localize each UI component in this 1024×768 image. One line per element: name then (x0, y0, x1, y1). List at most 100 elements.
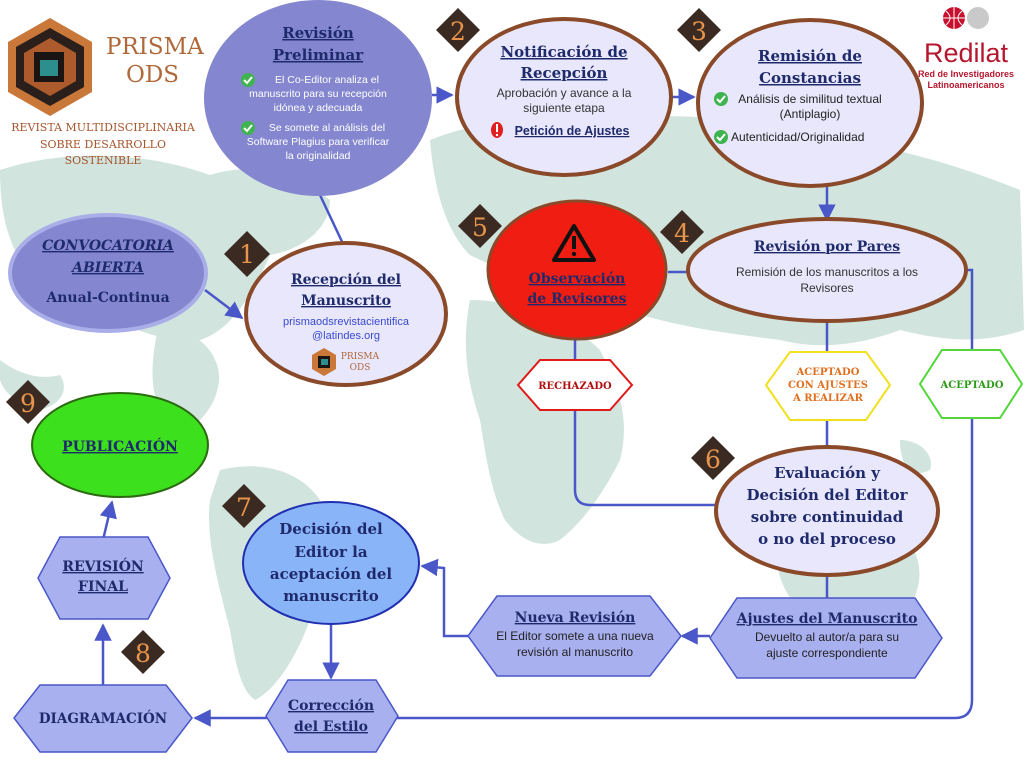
aceptado-ajustes-3: A REALIZAR (792, 393, 864, 404)
revision-preliminar-item2-2: Software Plagius para verificar (247, 136, 390, 148)
node-convocatoria: CONVOCATORIA ABIERTA Anual-Continua (8, 213, 208, 333)
logo-line2: ODS (126, 62, 179, 88)
node-recepcion: Recepción del Manuscrito prismaodsrevist… (244, 241, 448, 387)
logo-line1: PRISMA (106, 34, 204, 60)
redilat-line1: Red de Investigadores (918, 69, 1014, 79)
constancias-item1-1: Análisis de similitud textual (738, 92, 881, 106)
evaluacion-title-2: Decisión del Editor (746, 486, 908, 504)
nueva-revision-body-1: El Editor somete a una nueva (496, 629, 654, 643)
nueva-revision-title: Nueva Revisión (515, 610, 636, 626)
step-badge-4-text: 4 (674, 219, 690, 248)
recepcion-title-1: Recepción del (291, 272, 401, 288)
evaluacion-title-4: o no del proceso (758, 530, 896, 548)
node-revision-final: REVISIÓN FINAL (37, 536, 171, 620)
revision-preliminar-item1-3: idónea y adecuada (274, 102, 363, 114)
mini-logo-line1: PRISMA (341, 352, 380, 362)
node-ajustes: Ajustes del Manuscrito Devuelto al autor… (709, 597, 943, 679)
node-notificacion: Notificación de Recepción Aprobación y a… (455, 17, 673, 177)
ajustes-body-1: Devuelto al autor/a para su (755, 630, 899, 644)
label-aceptado-con-ajustes: ACEPTADO CON AJUSTES A REALIZAR (764, 351, 892, 421)
observacion-title-2: de Revisores (528, 291, 627, 307)
step-badge-3-text: 3 (691, 17, 707, 46)
step-badge-3: 3 (677, 8, 721, 52)
redilat-logo: Redilat Red de Investigadores Latinoamer… (918, 7, 1014, 90)
mini-prisma-logo-icon (312, 348, 336, 376)
check-icon (241, 73, 255, 87)
node-revision-preliminar: Revisión Preliminar El Co-Editor analiza… (204, 0, 432, 196)
revision-final-2: FINAL (78, 579, 128, 595)
warning-icon (552, 224, 596, 262)
revision-preliminar-item2-1: Se somete al análisis del (269, 122, 385, 134)
step-badge-7-text: 7 (236, 493, 252, 522)
redilat-line2: Latinoamericanos (927, 80, 1004, 90)
revision-preliminar-title-1: Revisión (282, 24, 354, 42)
prisma-ods-logo: PRISMA ODS REVISTA MULTIDISCIPLINARIA SO… (8, 18, 204, 167)
publicacion-text: PUBLICACIÓN (62, 437, 178, 455)
node-pares: Revisión por Pares Remisión de los manus… (686, 217, 968, 323)
peticion-ajustes-link: Petición de Ajustes (515, 124, 630, 138)
prisma-logo-icon (8, 18, 92, 116)
evaluacion-title-3: sobre continuidad (751, 508, 904, 526)
revision-preliminar-item2-3: la originalidad (286, 150, 351, 162)
exclamation-icon (491, 122, 503, 138)
step-badge-2: 2 (436, 8, 480, 52)
revision-preliminar-item1-2: manuscrito para su recepción (249, 88, 387, 100)
nueva-revision-body-2: revisión al manuscrito (517, 645, 633, 659)
decision-title-3: aceptación del (270, 565, 393, 583)
notificacion-title-2: Recepción (521, 64, 608, 82)
step-badge-5: 5 (458, 204, 502, 248)
step-badge-1: 1 (224, 231, 270, 277)
decision-title-1: Decisión del (279, 520, 383, 538)
rechazado-text: RECHAZADO (538, 381, 612, 392)
diagramacion-text: DIAGRAMACIÓN (39, 710, 167, 727)
step-badge-2-text: 2 (450, 17, 466, 46)
step-badge-6-text: 6 (705, 445, 721, 474)
redilat-globe-icon (943, 7, 989, 29)
logo-subtitle-2: SOBRE DESARROLLO (40, 138, 166, 151)
ajustes-title: Ajustes del Manuscrito (736, 611, 918, 627)
step-badge-6: 6 (691, 436, 735, 480)
aceptado-ajustes-1: ACEPTADO (796, 367, 860, 378)
logo-subtitle-3: SOSTENIBLE (65, 154, 142, 167)
step-badge-9-text: 9 (20, 389, 36, 418)
convocatoria-title-1: CONVOCATORIA (42, 238, 174, 254)
evaluacion-title-1: Evaluación y (774, 464, 881, 482)
revision-preliminar-item1-1: El Co-Editor analiza el (275, 74, 379, 86)
aceptado-ajustes-2: CON AJUSTES (788, 380, 868, 391)
step-badge-8-text: 8 (135, 639, 151, 668)
notificacion-body-2: siguiente etapa (523, 101, 605, 115)
step-badge-7: 7 (222, 484, 266, 528)
node-observacion: Observación de Revisores (486, 199, 668, 341)
step-badge-1-text: 1 (239, 240, 255, 269)
label-aceptado: ACEPTADO (918, 349, 1024, 419)
step-badge-4: 4 (660, 210, 704, 254)
step-badge-8: 8 (121, 630, 165, 674)
constancias-item2: Autenticidad/Originalidad (731, 130, 864, 144)
correccion-1: Corrección (288, 698, 374, 714)
pares-body-1: Remisión de los manuscritos a los (736, 265, 918, 279)
recepcion-title-2: Manuscrito (301, 293, 391, 309)
node-diagramacion: DIAGRAMACIÓN (13, 684, 193, 753)
node-nueva-revision: Nueva Revisión El Editor somete a una nu… (467, 595, 682, 677)
recepcion-email-2: @latindes.org (312, 330, 380, 342)
constancias-item1-2: (Antiplagio) (780, 107, 841, 121)
node-correccion: Corrección del Estilo (265, 679, 399, 753)
convocatoria-title-2: ABIERTA (70, 260, 144, 276)
check-icon (714, 92, 728, 106)
aceptado-text: ACEPTADO (940, 380, 1004, 391)
check-icon (714, 130, 728, 144)
constancias-title-2: Constancias (759, 69, 861, 87)
revision-final-1: REVISIÓN (62, 557, 144, 575)
node-evaluacion: Evaluación y Decisión del Editor sobre c… (714, 445, 940, 577)
step-badge-5-text: 5 (472, 213, 488, 242)
pares-body-2: Revisores (800, 281, 853, 295)
constancias-title-1: Remisión de (758, 47, 862, 65)
node-publicacion: PUBLICACIÓN (31, 392, 209, 498)
recepcion-email-1: prismaodsrevistacientifica (283, 316, 410, 328)
notificacion-body-1: Aprobación y avance a la (497, 86, 632, 100)
correccion-2: del Estilo (294, 719, 368, 735)
observacion-title-1: Observación (529, 271, 626, 287)
decision-title-2: Editor la (294, 543, 367, 561)
